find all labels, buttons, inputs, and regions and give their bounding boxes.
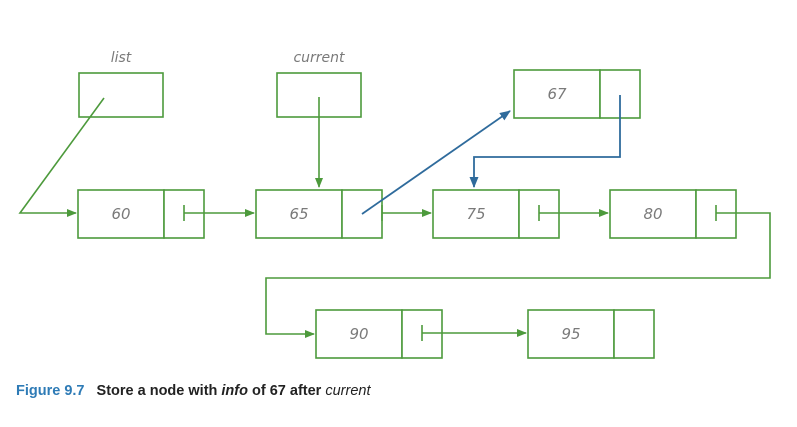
node-67-new: 67 [513, 69, 641, 119]
node-95-next-cell [613, 309, 655, 359]
caption-part-2: info [221, 383, 248, 399]
list-label: list [111, 50, 132, 66]
node-67-value: 67 [547, 85, 567, 103]
node-90: 90 [315, 309, 443, 359]
current-label: current [293, 50, 345, 66]
link-80-to-90 [265, 212, 771, 338]
node-75-value: 75 [466, 205, 485, 223]
caption-part-3: of 67 after [252, 383, 322, 399]
link-65-to-67-new [361, 110, 511, 215]
node-65-value: 65 [289, 205, 308, 223]
node-90-value: 90 [349, 325, 368, 343]
node-80: 80 [609, 189, 737, 239]
node-90-info-cell [315, 309, 403, 359]
node-60: 60 [77, 189, 205, 239]
node-80-info-cell [609, 189, 697, 239]
node-67-next-cell [599, 69, 641, 119]
node-95: 95 [527, 309, 655, 359]
node-65-info-cell [255, 189, 343, 239]
node-75: 75 [432, 189, 560, 239]
node-60-info-cell [77, 189, 165, 239]
figure-number: Figure 9.7 [16, 383, 85, 399]
list-pointer-arrow [18, 97, 105, 217]
figure-caption: Figure 9.7 Store a node with info of 67 … [16, 383, 371, 399]
node-95-value: 95 [561, 325, 580, 343]
node-80-value: 80 [643, 205, 662, 223]
node-95-info-cell [527, 309, 615, 359]
caption-part-1: Store a node with [96, 383, 218, 399]
list-pointer-box [78, 72, 164, 118]
caption-part-4: current [325, 383, 371, 399]
node-67-info-cell [513, 69, 601, 119]
link-67-to-75-new [469, 95, 621, 188]
node-60-value: 60 [111, 205, 130, 223]
